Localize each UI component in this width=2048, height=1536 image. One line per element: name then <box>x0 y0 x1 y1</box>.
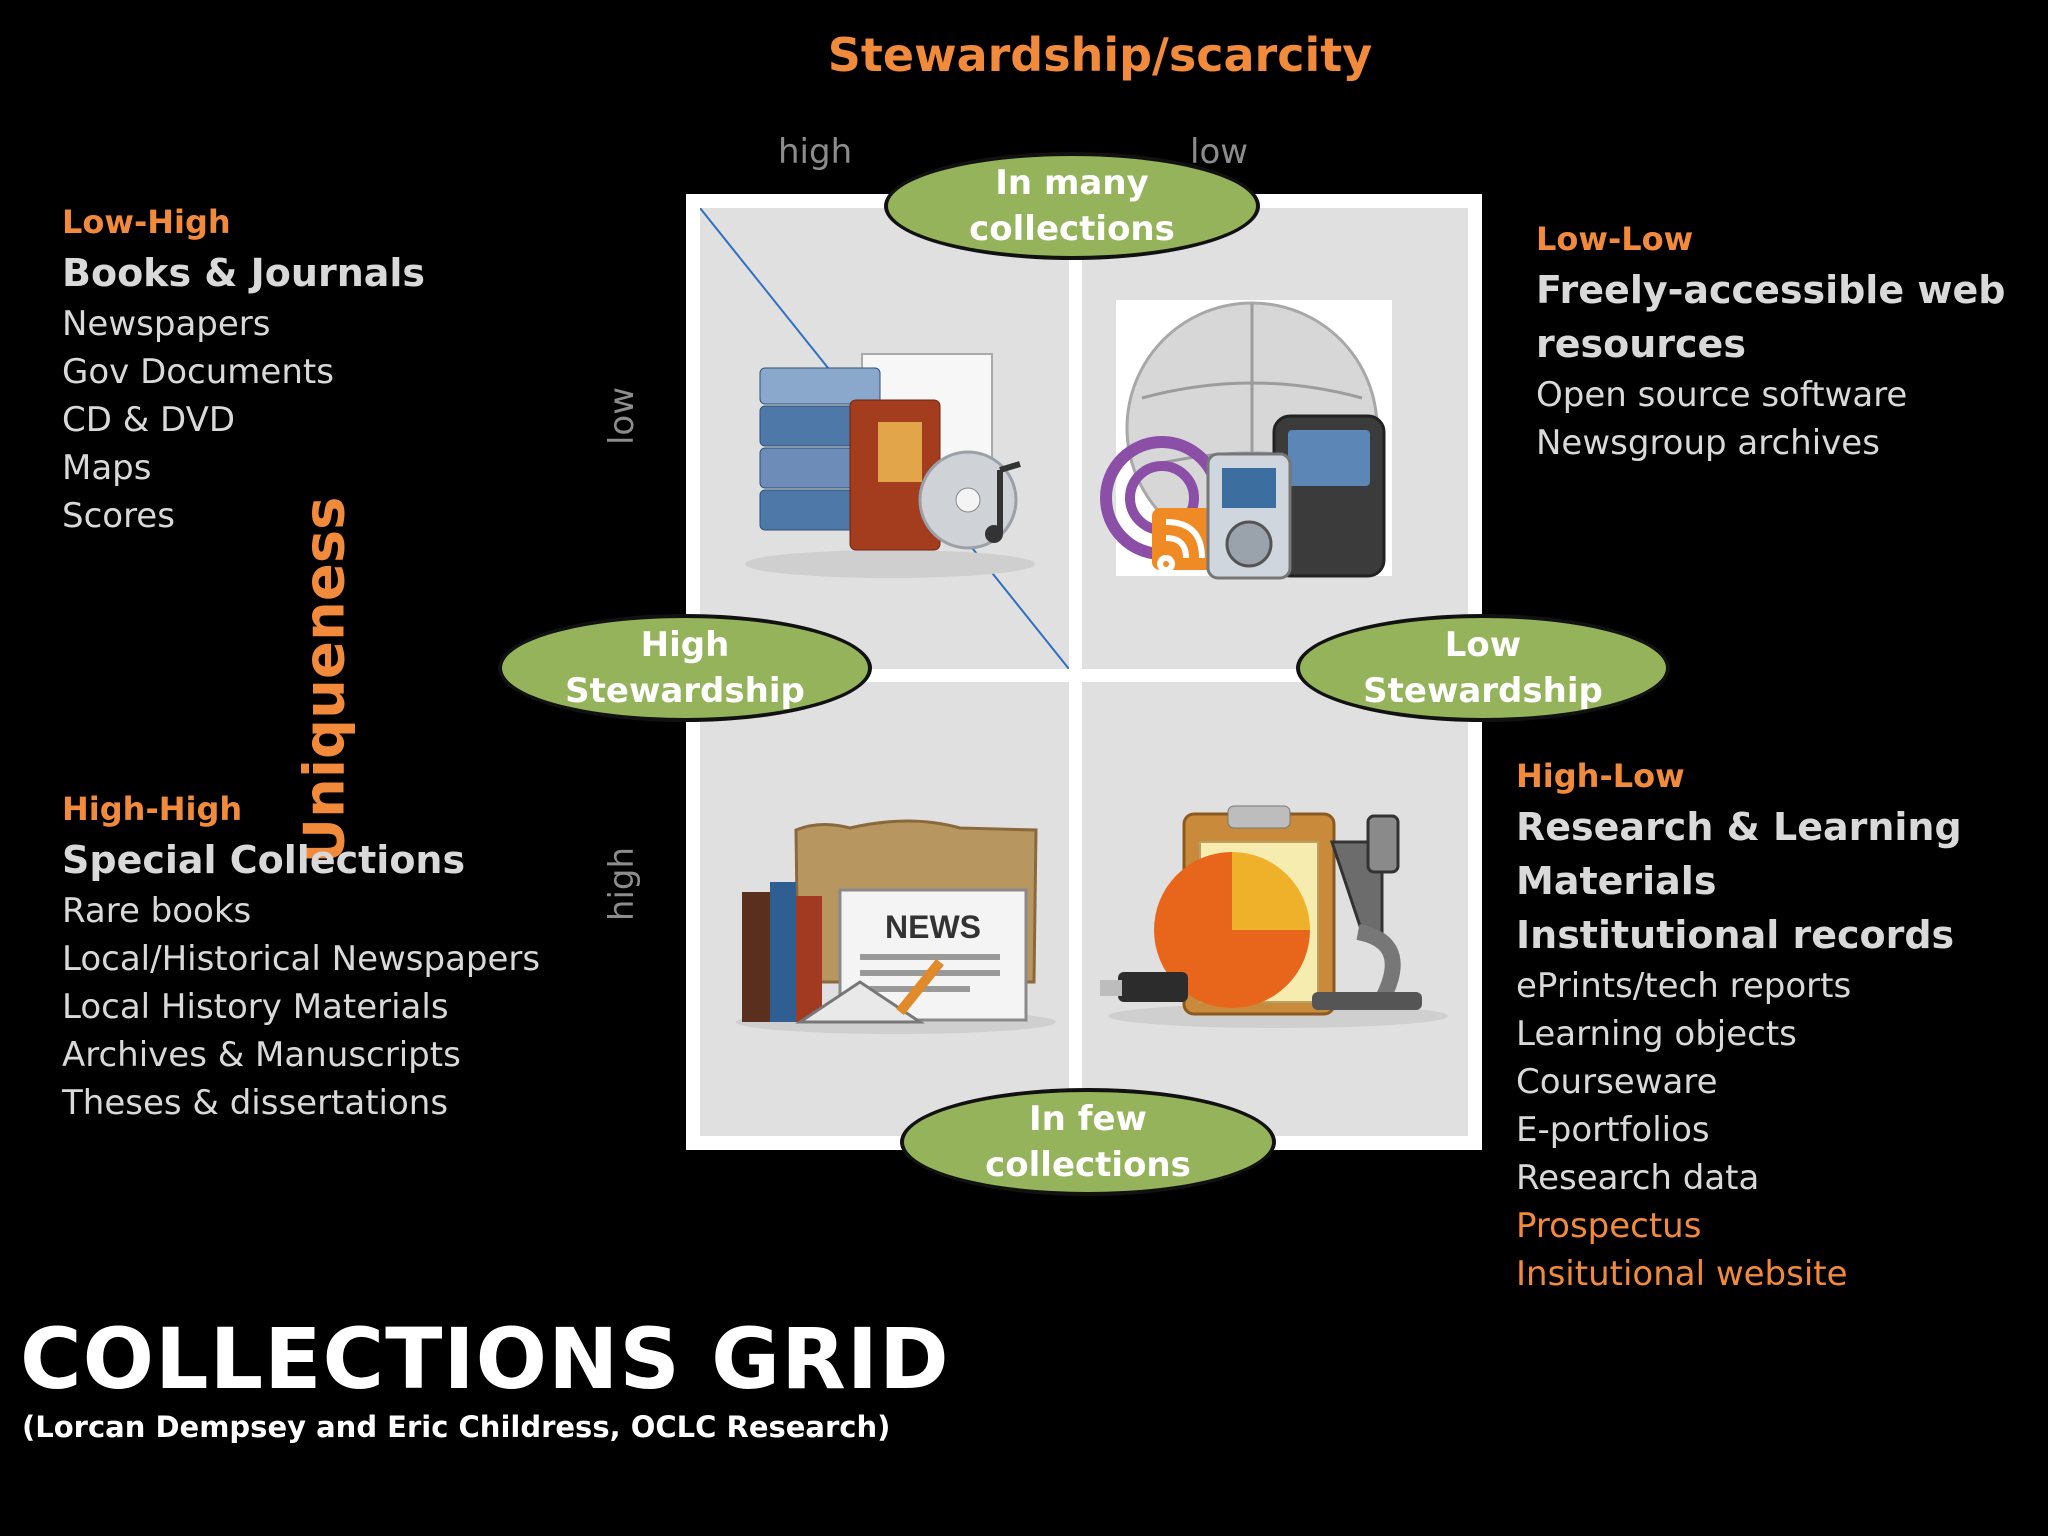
page-subtitle: (Lorcan Dempsey and Eric Childress, OCLC… <box>22 1410 891 1444</box>
low-low-main-line-2: resources <box>1536 322 1746 366</box>
high-low-main-line-2: Materials <box>1516 859 1717 903</box>
quadrant-low-high <box>699 207 1070 670</box>
news-sign: NEWS <box>885 909 981 945</box>
oval-line: collections <box>969 209 1175 249</box>
list-item-highlight: Prospectus <box>1516 1206 1702 1246</box>
oval-line: High <box>640 625 730 665</box>
stewardship-axis-title: Stewardship/scarcity <box>827 28 1373 82</box>
uniqueness-high-label: high <box>602 846 642 922</box>
quadrant-high-high: NEWS <box>700 682 1069 1136</box>
low-high-heading: Low-High <box>62 203 231 241</box>
high-high-heading: High-High <box>62 790 243 828</box>
collections-grid: NEWS In many collections <box>498 152 1670 1196</box>
list-item: Open source software <box>1536 375 1908 415</box>
list-item: Gov Documents <box>62 352 334 392</box>
low-low-list: Low-Low Freely-accessible web resources … <box>1536 215 2005 467</box>
list-item: Theses & dissertations <box>62 1083 449 1123</box>
stewardship-high-label: high <box>778 132 853 172</box>
oval-in-many-collections: In many collections <box>884 152 1260 260</box>
list-item-highlight: Insitutional website <box>1516 1254 1848 1294</box>
oval-line: In few <box>1029 1099 1147 1139</box>
list-item: Maps <box>62 448 152 488</box>
list-item: Courseware <box>1516 1062 1718 1102</box>
stewardship-low-label: low <box>1190 132 1249 172</box>
list-item: ePrints/tech reports <box>1516 966 1852 1006</box>
news-illustration: NEWS <box>736 819 1056 1034</box>
list-item: Research data <box>1516 1158 1760 1198</box>
high-low-main-line-1: Research & Learning <box>1516 805 1962 849</box>
list-item: Local History Materials <box>62 987 449 1027</box>
high-high-list: High-High Special Collections Rare books… <box>62 785 540 1127</box>
low-high-list: Low-High Books & Journals Newspapers Gov… <box>62 198 425 540</box>
low-high-main: Books & Journals <box>62 251 426 295</box>
oval-line: Stewardship <box>1363 671 1603 711</box>
list-item: Local/Historical Newspapers <box>62 939 541 979</box>
oval-line: Stewardship <box>565 671 805 711</box>
web-media-illustration <box>1100 300 1392 580</box>
high-high-main: Special Collections <box>62 838 466 882</box>
list-item: Rare books <box>62 891 252 931</box>
quadrant-low-low <box>1082 208 1468 669</box>
page-title: COLLECTIONS GRID <box>20 1310 950 1408</box>
high-low-main-line-3: Institutional records <box>1516 913 1955 957</box>
list-item: Archives & Manuscripts <box>62 1035 461 1075</box>
research-illustration <box>1100 805 1448 1028</box>
list-item: Scores <box>62 496 175 536</box>
oval-line: In many <box>995 163 1149 203</box>
list-item: Newsgroup archives <box>1536 423 1880 463</box>
oval-line: collections <box>985 1145 1191 1185</box>
high-low-heading: High-Low <box>1516 757 1685 795</box>
oval-line: Low <box>1444 625 1522 665</box>
list-item: E-portfolios <box>1516 1110 1710 1150</box>
books-media-illustration <box>699 207 1070 670</box>
list-item: Newspapers <box>62 304 271 344</box>
low-low-main-line-1: Freely-accessible web <box>1536 268 2006 312</box>
high-low-list: High-Low Research & Learning Materials I… <box>1516 752 1962 1298</box>
quadrant-high-low <box>1082 682 1468 1136</box>
oval-in-few-collections: In few collections <box>900 1088 1276 1196</box>
list-item: CD & DVD <box>62 400 236 440</box>
low-low-heading: Low-Low <box>1536 220 1694 258</box>
list-item: Learning objects <box>1516 1014 1797 1054</box>
uniqueness-low-label: low <box>602 386 642 446</box>
